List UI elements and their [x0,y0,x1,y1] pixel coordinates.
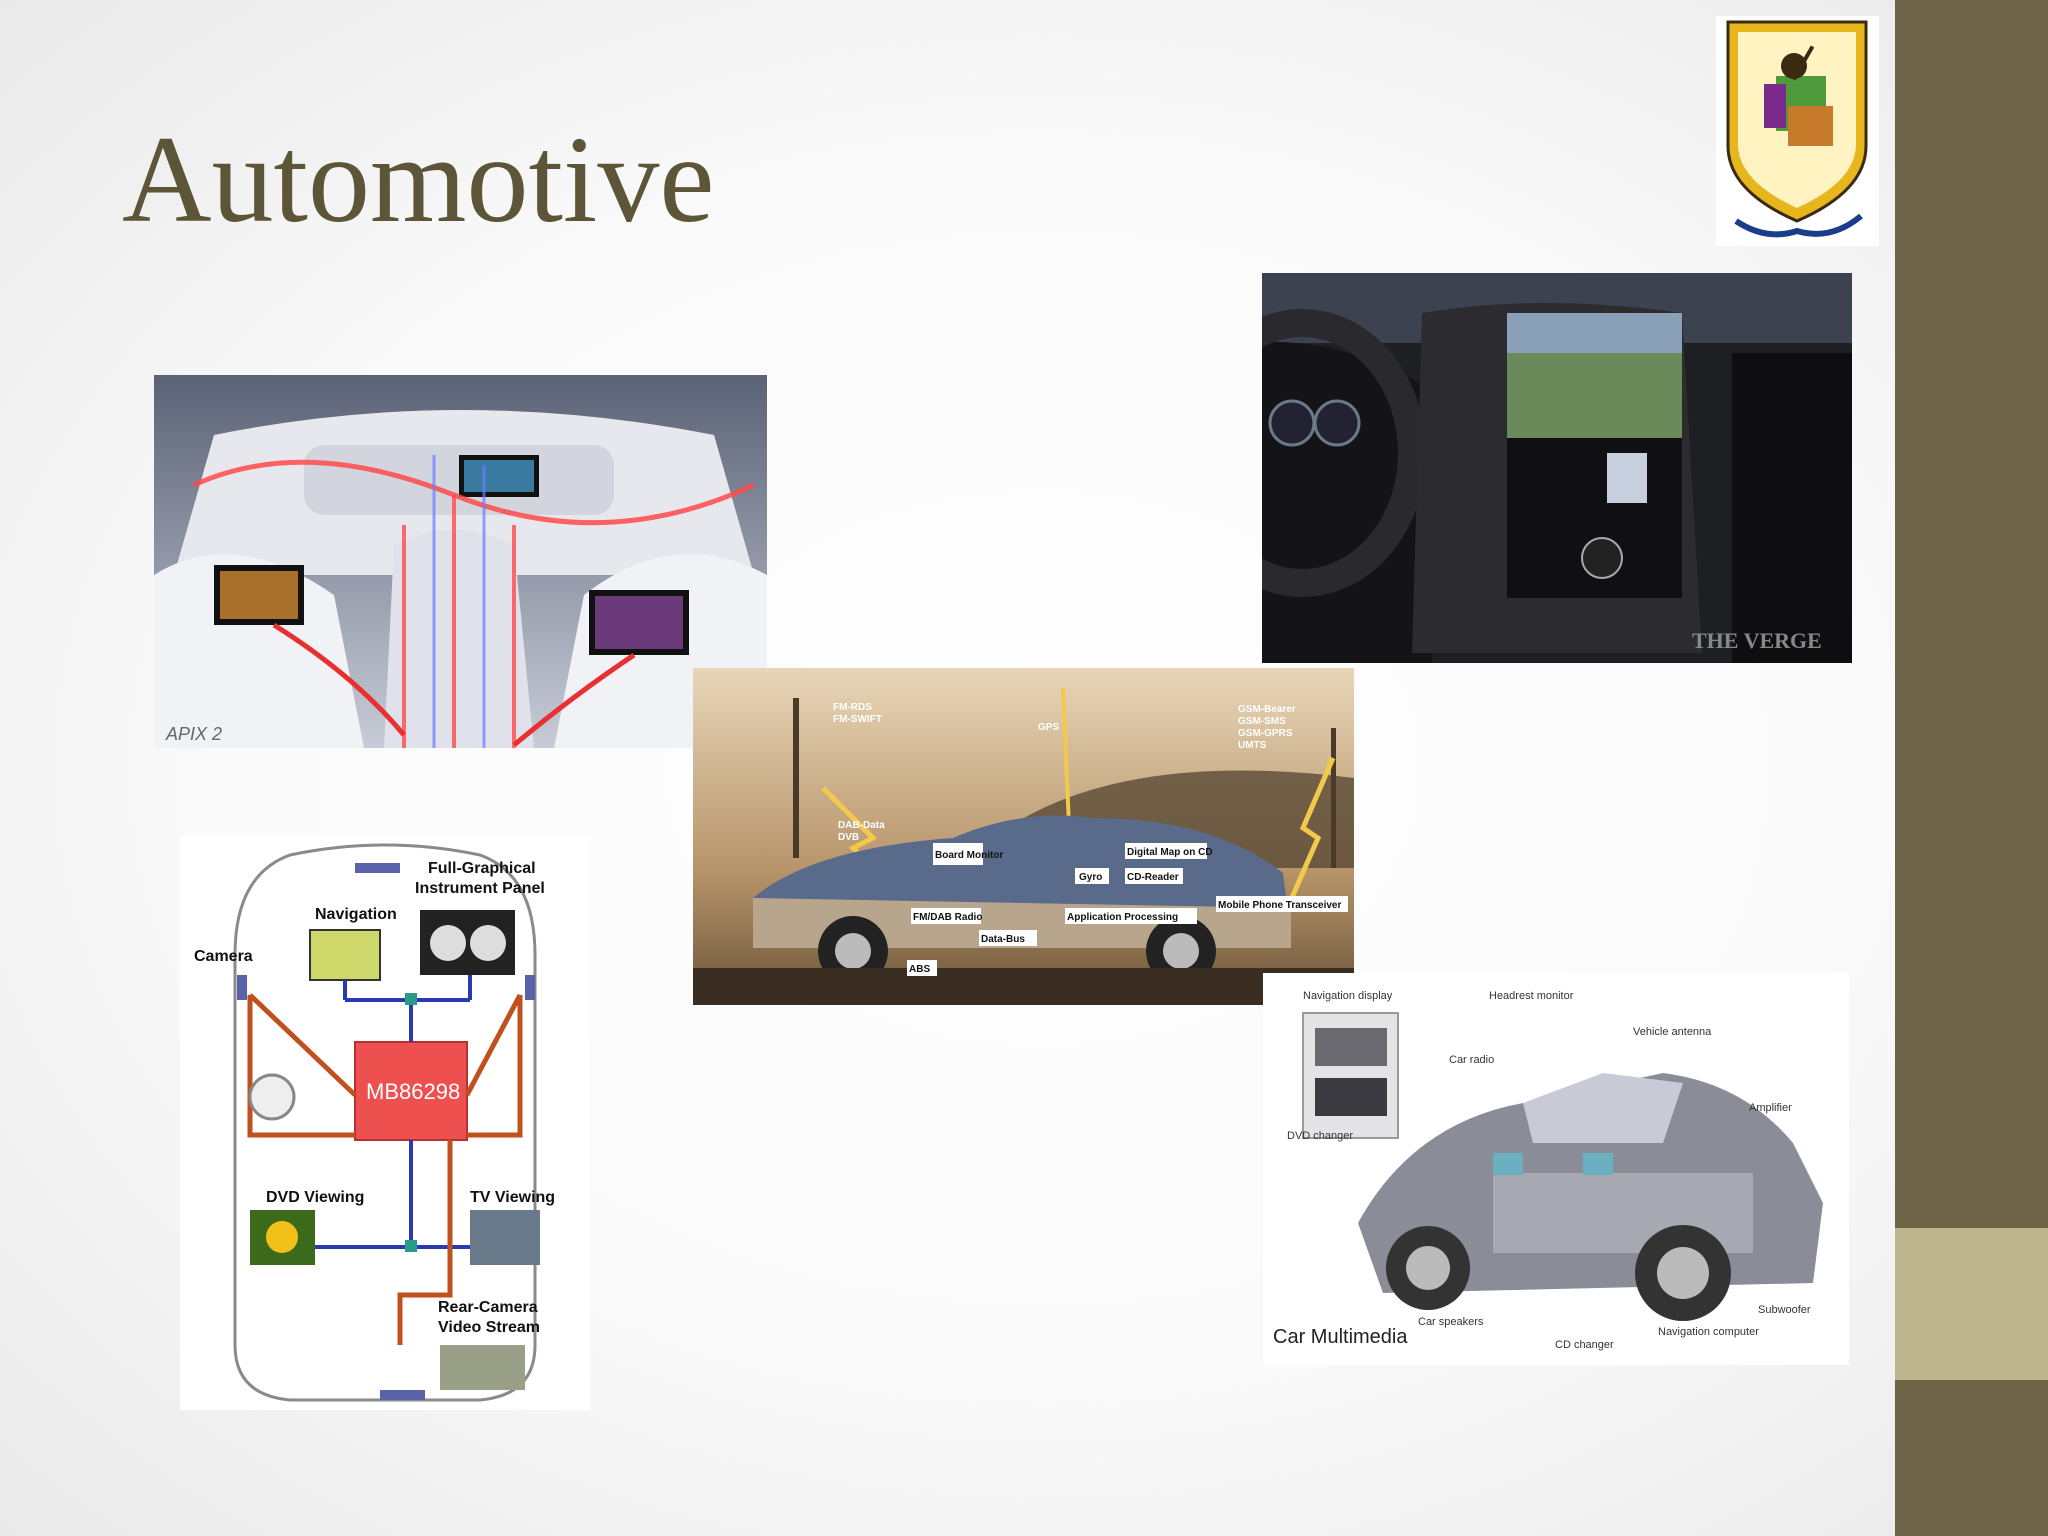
label-fm-dab-radio: FM/DAB Radio [913,912,982,923]
connected-car-image: FM-RDS FM-SWIFT GPS GSM-Bearer GSM-SMS G… [693,668,1354,1005]
mm-nav-computer: Navigation computer [1658,1326,1759,1338]
label-mobile-phone: Mobile Phone Transceiver [1218,900,1341,911]
slide-title: Automotive [122,111,715,248]
label-dab-data: DAB-Data [838,820,885,831]
mm-cd: CD changer [1555,1339,1614,1351]
verge-watermark: THE VERGE [1692,628,1822,653]
label-navigation: Navigation [315,906,397,923]
label-board-monitor: Board Monitor [935,850,1003,861]
label-gsm-gprs: GSM-GPRS [1238,728,1293,739]
label-cd-reader: CD-Reader [1127,872,1179,883]
dashboard-screen-image: THE VERGE [1262,273,1852,663]
label-fm-rds: FM-RDS [833,702,872,713]
label-gsm-sms: GSM-SMS [1238,716,1286,727]
chip-label: MB86298 [366,1079,460,1104]
mm-subwoofer: Subwoofer [1758,1304,1811,1316]
mm-headrest: Headrest monitor [1489,990,1574,1002]
mm-nav-display: Navigation display [1303,990,1393,1002]
car-multimedia-image: Navigation display Headrest monitor Vehi… [1263,973,1849,1365]
label-digital-map: Digital Map on CD [1127,847,1213,858]
label-data-bus: Data-Bus [981,934,1025,945]
block-diagram-image: Full-Graphical Instrument Panel Navigati… [180,835,590,1410]
label-application-processing: Application Processing [1067,912,1178,923]
mm-caption: Car Multimedia [1273,1326,1408,1348]
label-gsm-bearer: GSM-Bearer [1238,704,1296,715]
label-tv-viewing: TV Viewing [470,1189,555,1206]
university-logo [1716,16,1879,246]
interior-wiring-image: APIX 2 [154,375,767,748]
label-instrument-1: Full-Graphical [428,860,536,877]
mm-amplifier: Amplifier [1749,1102,1792,1114]
side-accent [1895,1228,2048,1380]
label-gps: GPS [1038,722,1059,733]
mm-antenna: Vehicle antenna [1633,1026,1712,1038]
interior-watermark: APIX 2 [165,724,222,744]
label-rear-camera-2: Video Stream [438,1319,540,1336]
mm-radio: Car radio [1449,1054,1494,1066]
label-camera: Camera [194,948,253,965]
label-abs: ABS [909,964,930,975]
label-dvd-viewing: DVD Viewing [266,1189,364,1206]
label-umts: UMTS [1238,740,1267,751]
label-rear-camera-1: Rear-Camera [438,1299,538,1316]
label-gyro: Gyro [1079,872,1102,883]
mm-dvd: DVD changer [1287,1130,1353,1142]
label-instrument-2: Instrument Panel [415,880,545,897]
label-fm-swift: FM-SWIFT [833,714,882,725]
label-dvb: DVB [838,832,859,843]
mm-speakers: Car speakers [1418,1316,1484,1328]
